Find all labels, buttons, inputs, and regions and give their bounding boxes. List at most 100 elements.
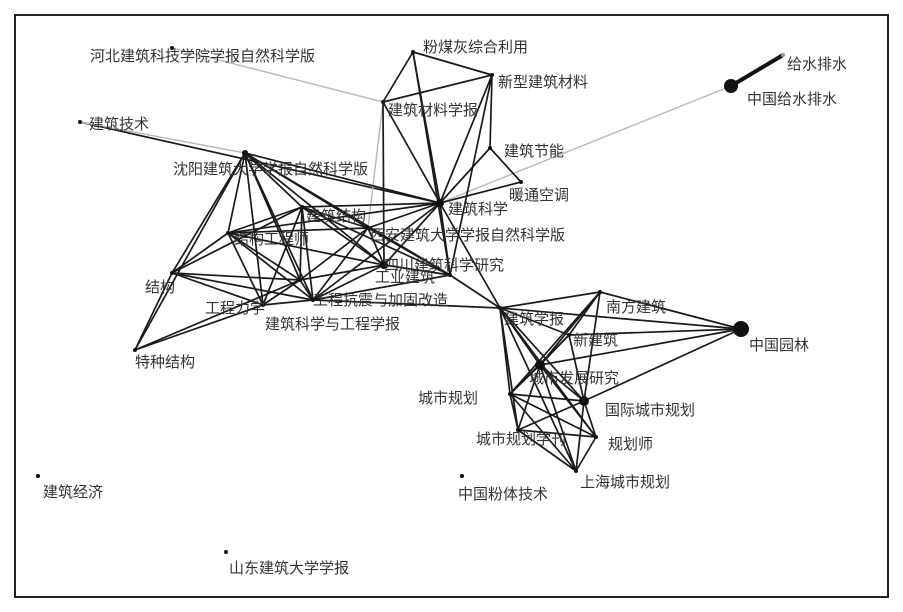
edge-shenyang-jiegou xyxy=(171,152,246,274)
label-jzjn: 建筑节能 xyxy=(504,142,564,160)
node-sichuan xyxy=(380,261,388,269)
edge-fenmeihui-jzcl xyxy=(382,51,414,103)
edge-jzkx-xian xyxy=(367,202,441,229)
network-edges xyxy=(79,47,785,472)
node-xinjz xyxy=(567,333,571,337)
edge-gjcs-ghs xyxy=(583,400,597,438)
edge-jgjs-jiegou xyxy=(171,232,229,274)
edge-nanfang-csgh xyxy=(509,291,601,395)
edge-xian-gckz xyxy=(312,227,369,301)
edge-cxyj-ghs xyxy=(539,364,597,438)
label-jzcl: 建筑材料学报 xyxy=(388,101,478,119)
edge-jzxb-csxk xyxy=(499,307,519,431)
node-zggsps xyxy=(724,79,738,93)
node-jgjs xyxy=(226,231,230,235)
node-tzjg xyxy=(133,348,137,352)
label-ntkt: 暖通空调 xyxy=(509,186,569,204)
label-fenmeihui: 粉煤灰综合利用 xyxy=(423,38,528,56)
edge-fenmeihui-xinxing xyxy=(412,51,493,76)
edge-sichuan-jzkxgc xyxy=(299,264,385,281)
node-nanfang xyxy=(598,290,602,294)
node-jzxb xyxy=(498,306,502,310)
node-zgyl xyxy=(733,321,749,337)
label-csgh: 城市规划 xyxy=(418,389,478,407)
label-jzjg: 建筑结构 xyxy=(306,207,366,225)
label-jzkx: 建筑科学 xyxy=(448,200,508,218)
edge-jzcl-xian xyxy=(367,101,384,229)
edge-gsps-zggsps xyxy=(729,53,785,88)
node-jzjj xyxy=(36,474,40,478)
node-shcs xyxy=(574,469,578,473)
edge-zgyl-cxyj xyxy=(539,328,742,366)
edge-cxyj-gjcs xyxy=(539,364,585,402)
node-hebei xyxy=(170,46,174,50)
node-jzcl xyxy=(381,100,385,104)
edge-jgjs-xian xyxy=(227,227,369,234)
node-jiegou xyxy=(170,271,174,275)
node-zgfj xyxy=(460,474,464,478)
label-gyjz: 工业建筑 xyxy=(375,268,435,286)
edge-hebei-jzcl xyxy=(171,47,384,103)
node-gckz xyxy=(311,298,315,302)
label-gsps: 给水排水 xyxy=(787,55,847,73)
edge-shenyang-tzjg xyxy=(134,152,246,351)
edge-jiegou-tzjg xyxy=(134,272,173,351)
node-jzkxgc xyxy=(298,278,302,282)
label-jgjs: 结构工程师 xyxy=(234,230,309,248)
edge-jzjs-shenyang xyxy=(79,121,246,154)
label-gckz: 工程抗震与加固改造 xyxy=(313,291,448,309)
edge-jzjg-gongcheng xyxy=(262,206,303,306)
label-jzjj: 建筑经济 xyxy=(43,483,103,501)
edge-jzxb-xinjz xyxy=(499,307,570,336)
label-hebei: 河北建筑科技学院学报自然科学版 xyxy=(90,47,315,65)
node-gyjz xyxy=(448,273,452,277)
edge-jzkx-jzjg xyxy=(301,202,441,208)
label-jzjs: 建筑技术 xyxy=(89,115,149,133)
edge-sichuan-gyjz xyxy=(383,264,451,276)
label-shenyang: 沈阳建筑大学学报自然科学版 xyxy=(173,160,368,178)
node-jzkx xyxy=(436,199,444,207)
label-shandong: 山东建筑大学学报 xyxy=(229,559,349,577)
edge-shenyang-sichuan xyxy=(244,152,385,266)
node-jzjs xyxy=(78,120,82,124)
edge-jzkxgc-tzjg xyxy=(134,279,301,351)
edge-xinxing-jzjn xyxy=(489,74,493,149)
edge-jzjg-jgjs xyxy=(227,206,303,234)
label-jzxb: 建筑学报 xyxy=(504,310,564,328)
node-gjcs xyxy=(579,396,589,406)
label-xian: 西安建筑大学学报自然科学版 xyxy=(370,226,565,244)
edge-nanfang-zgyl xyxy=(599,291,742,330)
edge-zgyl-xinjz xyxy=(568,328,742,336)
node-ghs xyxy=(594,435,598,439)
node-xinxing xyxy=(490,73,494,77)
edge-gckz-jiegou xyxy=(171,272,314,301)
label-xinxing: 新型建筑材料 xyxy=(498,73,588,91)
edge-xinjz-gjcs xyxy=(568,334,585,402)
edge-jgjs-gongcheng xyxy=(227,232,264,306)
edge-zgyl-gjcs xyxy=(583,328,742,402)
edge-xian-gyjz xyxy=(367,227,451,276)
edge-jzkx-ntkt xyxy=(439,181,522,204)
edge-gyjz-gckz xyxy=(312,274,451,301)
edge-csgh-gjcs xyxy=(509,393,585,402)
node-csxk xyxy=(516,428,520,432)
edge-jzxb-zgyl xyxy=(499,307,742,330)
node-xian xyxy=(366,226,370,230)
label-csxk: 城市规划学刊 xyxy=(476,430,566,448)
label-gongcheng: 工程力学 xyxy=(205,299,265,317)
node-gongcheng xyxy=(261,303,265,307)
edge-jiegou-jzkxgc xyxy=(171,272,301,281)
edge-xian-sichuan xyxy=(367,227,385,266)
edge-gongcheng-tzjg xyxy=(134,304,264,351)
edge-xian-jzkxgc xyxy=(299,227,369,281)
label-ghs: 规划师 xyxy=(608,435,653,453)
label-nanfang: 南方建筑 xyxy=(606,298,666,316)
edge-jzkx-sichuan xyxy=(383,202,441,266)
edge-jzjg-xian xyxy=(301,206,369,229)
edge-sichuan-gckz xyxy=(312,264,385,301)
edge-jzjg-jzkxgc xyxy=(299,206,303,281)
network-nodes xyxy=(36,46,785,554)
node-ntkt xyxy=(519,180,523,184)
label-cxyj: 城市发展研究 xyxy=(529,369,619,387)
edge-jzjn-ntkt xyxy=(489,147,522,183)
